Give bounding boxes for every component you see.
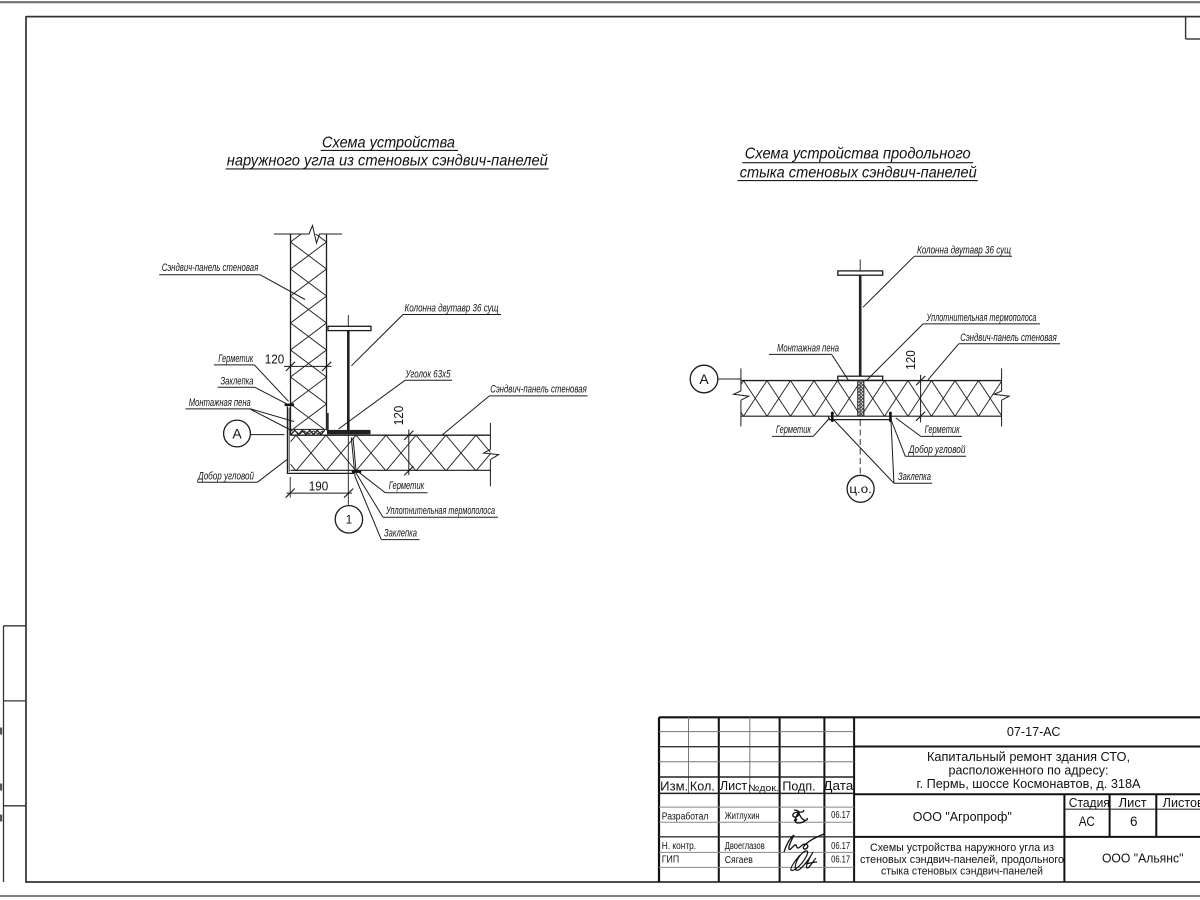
- svg-text:Капитальный ремонт здания СТО,: Капитальный ремонт здания СТО,: [927, 750, 1130, 764]
- svg-text:Кол.: Кол.: [690, 779, 715, 793]
- svg-text:Житлухин: Житлухин: [725, 811, 760, 822]
- svg-text:наружного угла из стеновых сэн: наружного угла из стеновых сэндвич-панел…: [227, 153, 548, 170]
- svg-text:Разработал: Разработал: [662, 811, 709, 823]
- svg-text:Сягаев: Сягаев: [725, 855, 753, 866]
- svg-text:Уплотнительная термополоса: Уплотнительная термополоса: [385, 505, 495, 517]
- svg-text:6: 6: [1130, 814, 1138, 829]
- svg-text:190: 190: [309, 478, 329, 493]
- svg-text:Лист: Лист: [1119, 796, 1147, 810]
- svg-text:120: 120: [391, 406, 406, 426]
- svg-text:Герметик: Герметик: [389, 480, 425, 492]
- svg-text:Уголок 63х5: Уголок 63х5: [405, 368, 451, 380]
- svg-text:ООО "Альянс": ООО "Альянс": [1102, 851, 1184, 866]
- svg-text:Схема устройства: Схема устройства: [322, 134, 455, 151]
- svg-text:Подп.: Подп.: [782, 779, 815, 793]
- svg-text:А: А: [232, 426, 242, 442]
- svg-text:Схема устройства продольного: Схема устройства продольного: [745, 145, 971, 162]
- svg-text:Двоеглазов: Двоеглазов: [725, 841, 765, 852]
- svg-text:Заклепка: Заклепка: [898, 471, 931, 483]
- svg-text:АС: АС: [1079, 814, 1095, 829]
- svg-text:Изм.: Изм.: [660, 779, 688, 793]
- svg-text:Добор угловой: Добор угловой: [908, 444, 965, 456]
- svg-text:Герметик: Герметик: [776, 424, 812, 436]
- svg-text:Сэндвич-панель стеновая: Сэндвич-панель стеновая: [490, 383, 587, 395]
- svg-text:Заклепка: Заклепка: [221, 376, 254, 388]
- svg-text:Герметик: Герметик: [925, 424, 961, 436]
- svg-text:стыка стеновых сэндвич-панелей: стыка стеновых сэндвич-панелей: [881, 866, 1043, 878]
- svg-text:ООО "Агропроф": ООО "Агропроф": [913, 809, 1012, 824]
- svg-text:Уплотнительная термополоса: Уплотнительная термополоса: [926, 312, 1037, 324]
- svg-text:Колонна двутавр 36 сущ: Колонна двутавр 36 сущ: [405, 303, 499, 315]
- svg-text:Н. контр.: Н. контр.: [662, 841, 696, 852]
- svg-text:Монтажная пена: Монтажная пена: [189, 397, 251, 409]
- svg-text:№док.: №док.: [748, 783, 779, 794]
- svg-text:1: 1: [346, 515, 352, 527]
- svg-text:расположенного по адресу:: расположенного по адресу:: [949, 764, 1109, 778]
- svg-text:А: А: [699, 371, 709, 387]
- svg-text:Дата: Дата: [823, 779, 853, 793]
- svg-text:Монтажная пена: Монтажная пена: [777, 342, 839, 354]
- svg-text:06.17: 06.17: [831, 841, 850, 852]
- svg-text:ц.о.: ц.о.: [849, 484, 872, 496]
- svg-text:Сэндвич-панель стеновая: Сэндвич-панель стеновая: [162, 262, 259, 274]
- svg-text:120: 120: [903, 350, 918, 370]
- svg-text:Схемы устройства наружного угл: Схемы устройства наружного угла из: [870, 842, 1054, 854]
- svg-text:Колонна двутавр 36 сущ: Колонна двутавр 36 сущ: [917, 244, 1011, 256]
- svg-text:06.17: 06.17: [831, 810, 850, 821]
- svg-text:стыка стеновых сэндвич-панелей: стыка стеновых сэндвич-панелей: [740, 165, 977, 182]
- svg-text:Листов: Листов: [1163, 796, 1200, 810]
- svg-text:120: 120: [265, 352, 285, 367]
- svg-text:Лист: Лист: [720, 779, 748, 793]
- svg-text:Стадия: Стадия: [1069, 796, 1110, 810]
- svg-text:ГИП: ГИП: [662, 855, 679, 866]
- svg-text:Заклепка: Заклепка: [384, 528, 417, 540]
- svg-text:г. Пермь, шоссе Космонавтов, д: г. Пермь, шоссе Космонавтов, д. 318А: [917, 777, 1142, 791]
- svg-text:Добор угловой: Добор угловой: [197, 471, 254, 483]
- svg-text:Сэндвич-панель стеновая: Сэндвич-панель стеновая: [960, 332, 1057, 344]
- svg-text:06.17: 06.17: [831, 855, 850, 866]
- svg-text:стеновых сэндвич-панелей, прод: стеновых сэндвич-панелей, продольного: [860, 854, 1064, 866]
- svg-text:Герметик: Герметик: [218, 353, 254, 365]
- svg-text:07-17-АС: 07-17-АС: [1007, 725, 1061, 739]
